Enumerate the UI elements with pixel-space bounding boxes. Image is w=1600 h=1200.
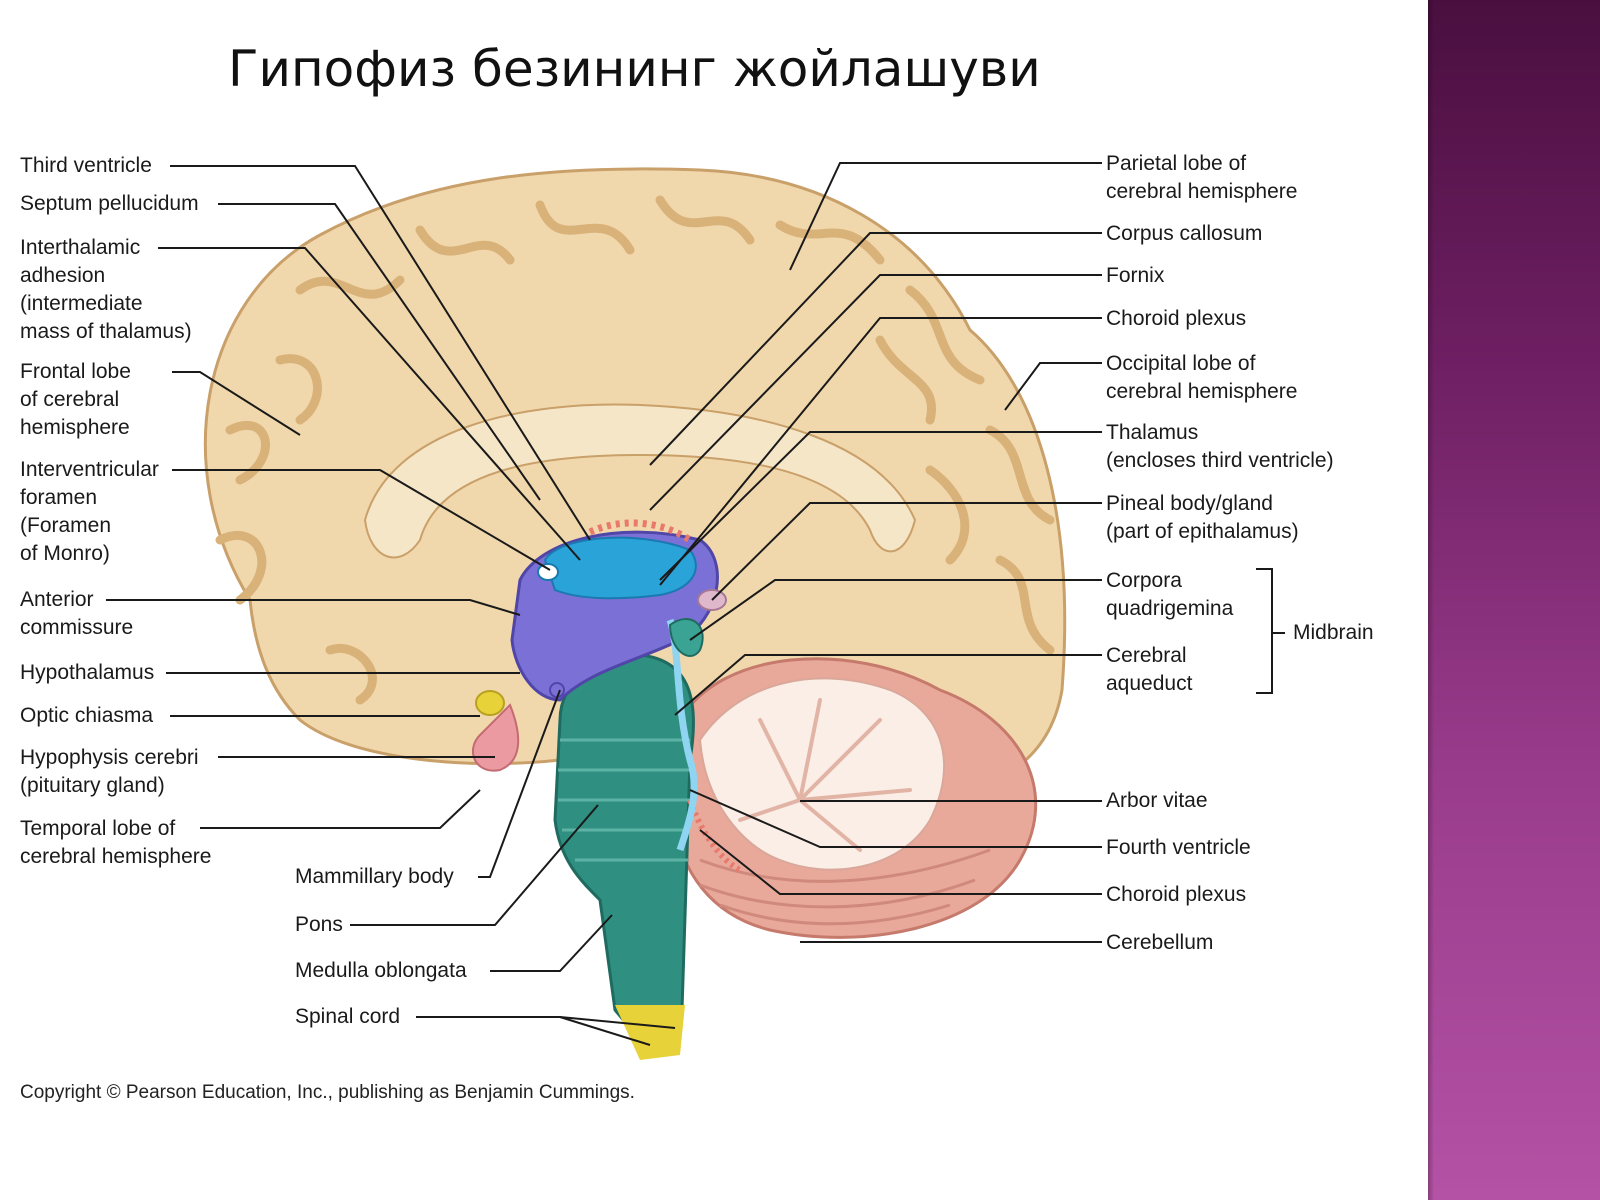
pons-striations	[558, 738, 690, 862]
label-anterior-commissure: Anterior commissure	[20, 588, 134, 639]
label-occipital-lobe: Occipital lobe of cerebral hemisphere	[1106, 352, 1298, 403]
brain-sagittal-diagram	[106, 162, 1285, 1060]
label-pons: Pons	[295, 913, 343, 936]
label-fourth-ventricle: Fourth ventricle	[1106, 836, 1251, 859]
brainstem	[553, 652, 695, 1043]
label-temporal-lobe: Temporal lobe of cerebral hemisphere	[20, 817, 212, 868]
label-optic-chiasma: Optic chiasma	[20, 704, 154, 727]
mammillary-body	[549, 682, 565, 698]
label-corpora-quadrigemina: Corpora quadrigemina	[1106, 569, 1234, 620]
label-hypothalamus: Hypothalamus	[20, 661, 155, 684]
label-choroid-plexus-upper: Choroid plexus	[1106, 307, 1247, 330]
label-medulla-oblongata: Medulla oblongata	[295, 959, 467, 982]
label-arbor-vitae: Arbor vitae	[1106, 789, 1208, 812]
arbor-vitae-branches	[738, 698, 912, 852]
corpora-quadrigemina	[668, 618, 704, 657]
cerebral-aqueduct	[666, 618, 698, 852]
label-third-ventricle: Third ventricle	[20, 154, 152, 177]
choroid-plexus-third	[588, 519, 692, 543]
leader-lines	[106, 162, 1285, 1046]
copyright-notice: Copyright © Pearson Education, Inc., pub…	[20, 1082, 635, 1103]
label-frontal-lobe: Frontal lobe of cerebral hemisphere	[20, 360, 131, 439]
label-interventricular-foramen: Interventricular foramen (Foramen of Mon…	[20, 458, 159, 565]
label-thalamus: Thalamus (encloses third ventricle)	[1106, 421, 1334, 472]
label-cerebellum: Cerebellum	[1106, 931, 1214, 954]
decorative-side-band	[1428, 0, 1600, 1200]
slide-title: Гипофиз безининг жойлашуви	[228, 40, 1041, 98]
pituitary-gland	[471, 703, 520, 772]
spinal-cord-tip	[615, 1005, 685, 1060]
label-septum-pellucidum: Septum pellucidum	[20, 192, 199, 215]
label-spinal-cord: Spinal cord	[295, 1005, 401, 1028]
label-midbrain: Midbrain	[1293, 621, 1374, 644]
label-interthalamic-adhesion: Interthalamic adhesion (intermediate mas…	[20, 236, 192, 343]
label-hypophysis-cerebri: Hypophysis cerebri (pituitary gland)	[20, 746, 199, 797]
label-choroid-plexus-lower: Choroid plexus	[1106, 883, 1247, 906]
interventricular-foramen-mark	[537, 563, 559, 581]
third-ventricle	[543, 536, 697, 600]
cerebellum-folia	[699, 848, 991, 926]
label-corpus-callosum: Corpus callosum	[1106, 222, 1263, 245]
label-cerebral-aqueduct: Cerebral aqueduct	[1106, 644, 1193, 695]
label-pineal-body: Pineal body/gland (part of epithalamus)	[1106, 492, 1299, 543]
label-mammillary-body: Mammillary body	[295, 865, 454, 888]
optic-chiasma	[475, 690, 505, 716]
label-fornix: Fornix	[1106, 264, 1165, 287]
label-parietal-lobe: Parietal lobe of cerebral hemisphere	[1106, 152, 1298, 203]
cerebrum-gyri	[215, 195, 1055, 705]
